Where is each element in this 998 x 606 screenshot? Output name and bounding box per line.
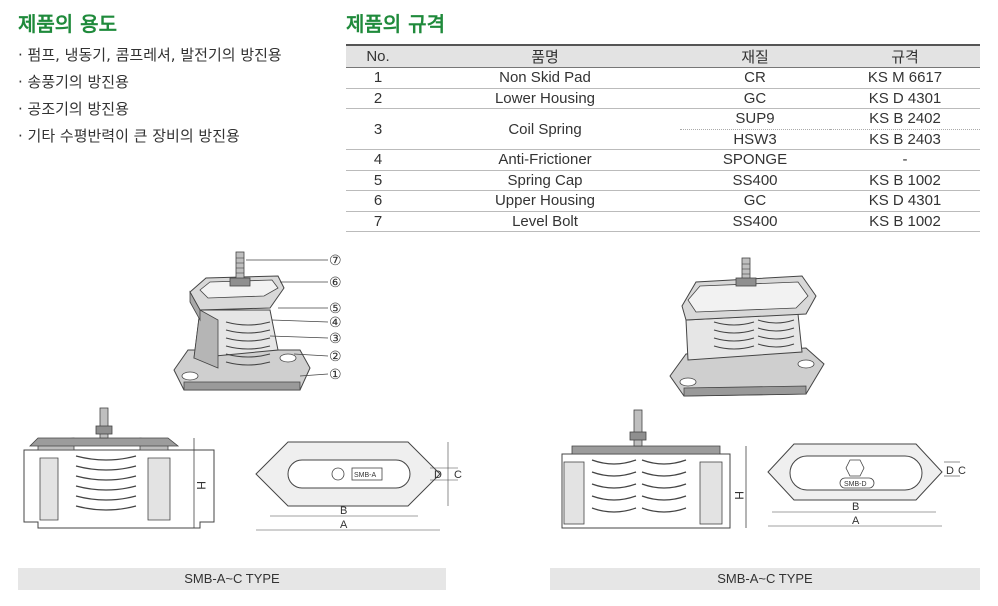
cell-name: Level Bolt — [410, 211, 680, 232]
cell-standard: KS B 1002 — [830, 211, 980, 232]
table-row: 4 Anti-Frictioner SPONGE - — [346, 149, 980, 171]
cell-material: SPONGE — [680, 149, 830, 171]
header-no: No. — [346, 44, 410, 68]
cell-standard: - — [830, 149, 980, 171]
callout-7: ⑦ — [329, 252, 342, 268]
cell-no: 7 — [346, 211, 410, 232]
callout-6: ⑥ — [329, 274, 342, 290]
dim-h-right: H — [732, 491, 746, 500]
dim-a-right: A — [852, 515, 860, 527]
caption-right: SMB-A~C TYPE — [550, 568, 980, 590]
dim-c-left: C — [454, 469, 462, 481]
usage-item: · 펌프, 냉동기, 콤프레셔, 발전기의 방진용 — [18, 46, 282, 64]
callout-1: ① — [329, 366, 342, 382]
dim-d-left: D — [434, 469, 442, 481]
table-row: 3 Coil Spring SUP9 KS B 2402 — [346, 108, 980, 150]
plate-label-right: SMB-D — [844, 481, 867, 488]
cell-name: Non Skid Pad — [410, 67, 680, 89]
usage-item: · 기타 수평반력이 큰 장비의 방진용 — [18, 127, 240, 145]
cell-material: HSW3 — [680, 129, 830, 150]
cell-name: Coil Spring — [410, 108, 680, 150]
callout-4: ④ — [329, 314, 342, 330]
cell-no: 5 — [346, 170, 410, 191]
table-row: 5 Spring Cap SS400 KS B 1002 — [346, 170, 980, 191]
cell-no: 2 — [346, 88, 410, 109]
cell-standard: KS M 6617 — [830, 67, 980, 89]
usage-title: 제품의 용도 — [18, 12, 117, 36]
dim-b-left: B — [340, 505, 347, 517]
dim-b-right: B — [852, 501, 859, 513]
usage-item: · 송풍기의 방진용 — [18, 73, 129, 91]
callout-2: ② — [329, 348, 342, 364]
cell-standard: KS D 4301 — [830, 190, 980, 212]
spec-title: 제품의 규격 — [346, 12, 445, 36]
caption-left: SMB-A~C TYPE — [18, 568, 446, 590]
section-drawing-left: H — [23, 407, 215, 529]
header-standard: 규격 — [830, 44, 980, 68]
cell-material: CR — [680, 67, 830, 89]
cell-standard: KS B 2403 — [830, 129, 980, 150]
spec-header-row: No. 품명 재질 규격 — [346, 44, 980, 68]
table-row: 6 Upper Housing GC KS D 4301 — [346, 190, 980, 212]
product-3d-right — [669, 257, 825, 397]
dim-c-right: C — [958, 465, 966, 477]
cell-no: 4 — [346, 149, 410, 171]
cell-name: Lower Housing — [410, 88, 680, 109]
cell-no: 1 — [346, 67, 410, 89]
product-3d-left: ⑦ ⑥ ⑤ ④ ③ ② ① — [173, 251, 342, 391]
table-row: 1 Non Skid Pad CR KS M 6617 — [346, 67, 980, 89]
top-view-left: SMB-A D C B A — [255, 441, 462, 531]
cell-material: GC — [680, 190, 830, 212]
table-row: 7 Level Bolt SS400 KS B 1002 — [346, 211, 980, 232]
cell-material: SS400 — [680, 211, 830, 232]
dim-h-left: H — [194, 481, 208, 490]
table-row: HSW3 KS B 2403 — [346, 129, 980, 150]
callout-5: ⑤ — [329, 300, 342, 316]
cell-no: 6 — [346, 190, 410, 212]
cell-material: GC — [680, 88, 830, 109]
cell-name: Spring Cap — [410, 170, 680, 191]
callout-3: ③ — [329, 330, 342, 346]
dim-a-left: A — [340, 519, 348, 531]
cell-standard: KS B 1002 — [830, 170, 980, 191]
top-view-right: SMB-D D C B A — [767, 443, 966, 527]
cell-name: Anti-Frictioner — [410, 149, 680, 171]
spec-table: No. 품명 재질 규격 1 Non Skid Pad CR KS M 6617… — [346, 44, 980, 232]
cell-no: 3 — [346, 108, 410, 150]
cell-standard: KS B 2402 — [830, 108, 980, 130]
cell-material: SUP9 — [680, 108, 830, 130]
plate-label-left: SMB-A — [354, 472, 377, 479]
cell-material: SS400 — [680, 170, 830, 191]
cell-name: Upper Housing — [410, 190, 680, 212]
header-name: 품명 — [410, 44, 680, 68]
table-row: 2 Lower Housing GC KS D 4301 — [346, 88, 980, 109]
header-material: 재질 — [680, 44, 830, 68]
cell-standard: KS D 4301 — [830, 88, 980, 109]
usage-list: · 펌프, 냉동기, 콤프레셔, 발전기의 방진용 · 송풍기의 방진용 · 공… — [18, 42, 282, 150]
usage-item: · 공조기의 방진용 — [18, 100, 129, 118]
section-drawing-right: H — [561, 409, 747, 529]
dim-d-right: D — [946, 465, 954, 477]
